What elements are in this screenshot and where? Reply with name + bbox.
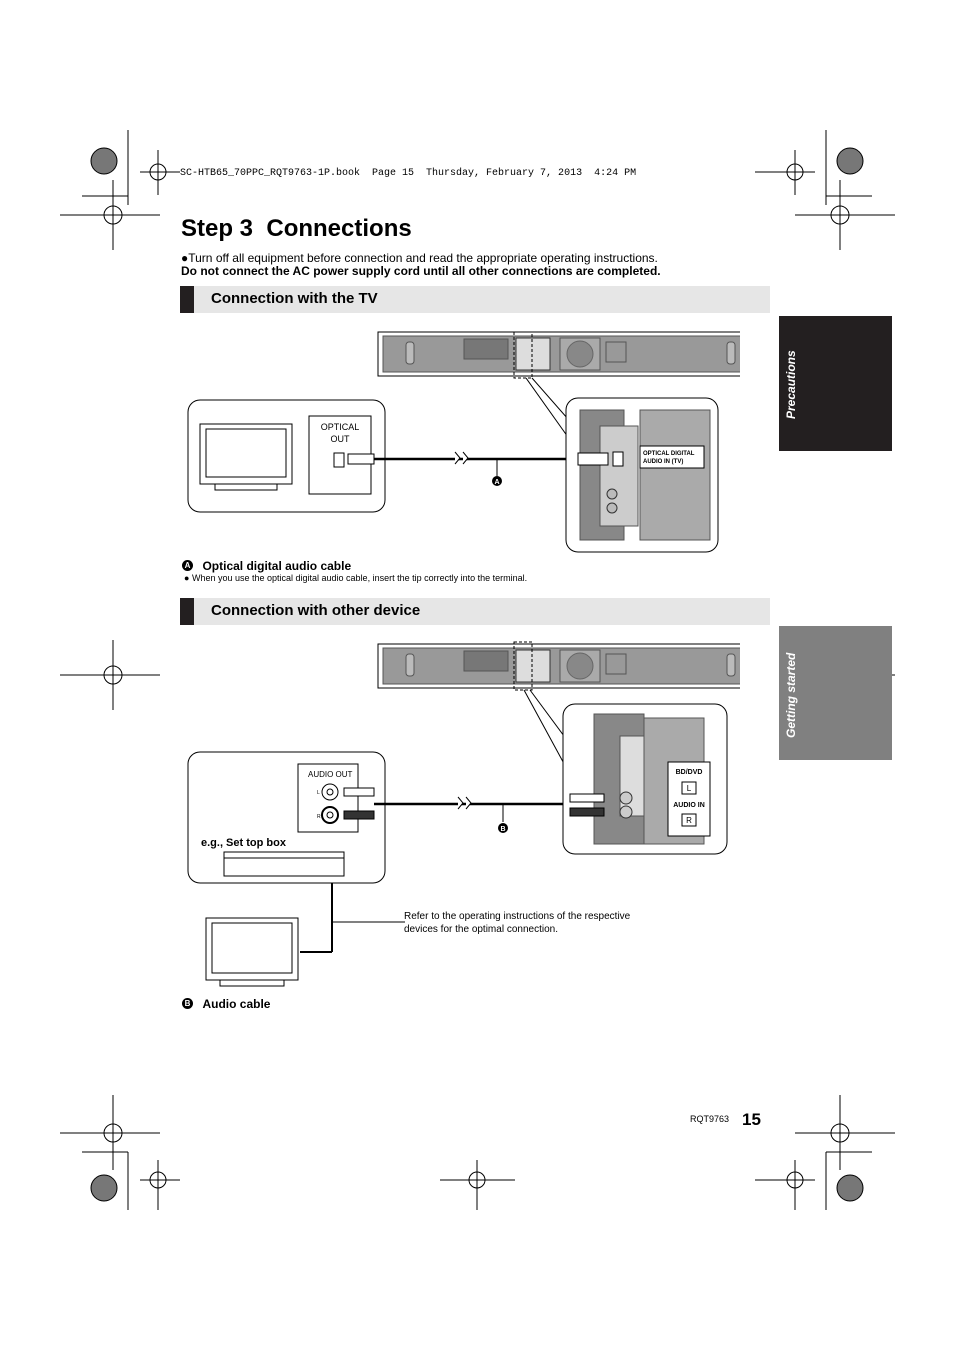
device-label: e.g., Set top box xyxy=(201,837,287,849)
audio-in-l: L xyxy=(687,784,692,793)
note-b-marker: B xyxy=(182,998,193,1010)
section-title-other: Connection with other device xyxy=(211,602,421,619)
note-a-bullet: ● xyxy=(184,573,190,583)
document-code: RQT9763 xyxy=(690,1114,730,1124)
note-a-detail: ● When you use the optical digital audio… xyxy=(184,573,527,583)
side-tab-getting-started: Getting started xyxy=(779,626,892,760)
optical-out-label-1: OPTICAL xyxy=(321,422,360,432)
intro-bullet: ● xyxy=(181,251,189,265)
note-a: A Optical digital audio cable xyxy=(182,557,351,575)
note-a-marker: A xyxy=(182,560,193,572)
cable-marker-a-text: A xyxy=(494,479,499,486)
note-a-text: When you use the optical digital audio c… xyxy=(191,573,528,583)
intro-text-1: Turn off all equipment before connection… xyxy=(188,251,658,265)
refer-note: Refer to the operating instructions of t… xyxy=(404,911,631,935)
tv-connection-diagram: OPTICAL OUT A OPTICAL DIGITAL AUDIO IN (… xyxy=(187,331,740,553)
optical-out-label-2: OUT xyxy=(331,434,351,444)
cable-marker-b xyxy=(498,823,508,833)
optical-in-label-2: AUDIO IN (TV) xyxy=(643,459,683,465)
note-a-label: Optical digital audio cable xyxy=(202,559,352,573)
cable-marker-b-text: B xyxy=(500,826,505,833)
section-marker xyxy=(180,286,194,313)
section-title-tv: Connection with the TV xyxy=(211,290,378,307)
note-b: B Audio cable xyxy=(182,995,270,1013)
soundbar-rear xyxy=(377,641,740,691)
cable-marker-a xyxy=(492,476,502,486)
note-b-label: Audio cable xyxy=(202,997,271,1011)
section-header-other: Connection with other device xyxy=(180,598,770,625)
audio-in-r: R xyxy=(686,816,692,825)
page-title: Step 3 Connections xyxy=(181,215,412,242)
side-tab-precautions: Precautions xyxy=(779,316,892,451)
intro-line-1: ●Turn off all equipment before connectio… xyxy=(181,251,658,265)
audio-out-l: L xyxy=(317,790,320,796)
intro-line-2: Do not connect the AC power supply cord … xyxy=(181,264,661,278)
section-header-tv: Connection with the TV xyxy=(180,286,770,313)
bd-dvd-label: BD/DVD xyxy=(676,769,703,776)
tv-icon xyxy=(199,423,293,491)
audio-out-r: R xyxy=(317,814,321,820)
soundbar-rear xyxy=(377,331,740,379)
side-tab-precautions-label: Precautions xyxy=(784,350,798,419)
tv-icon xyxy=(205,917,299,987)
side-tab-getting-started-label: Getting started xyxy=(784,652,798,738)
set-top-box-icon xyxy=(223,851,345,877)
page-number: 15 xyxy=(742,1110,761,1129)
optical-in-label-1: OPTICAL DIGITAL xyxy=(643,451,695,457)
section-marker xyxy=(180,598,194,625)
audio-out-label: AUDIO OUT xyxy=(308,770,353,779)
print-header: SC-HTB65_70PPC_RQT9763-1P.book Page 15 T… xyxy=(180,168,637,179)
audio-in-label: AUDIO IN xyxy=(673,802,705,809)
other-device-diagram: AUDIO OUT L R e.g., Set top box B BD/DVD… xyxy=(187,641,740,987)
